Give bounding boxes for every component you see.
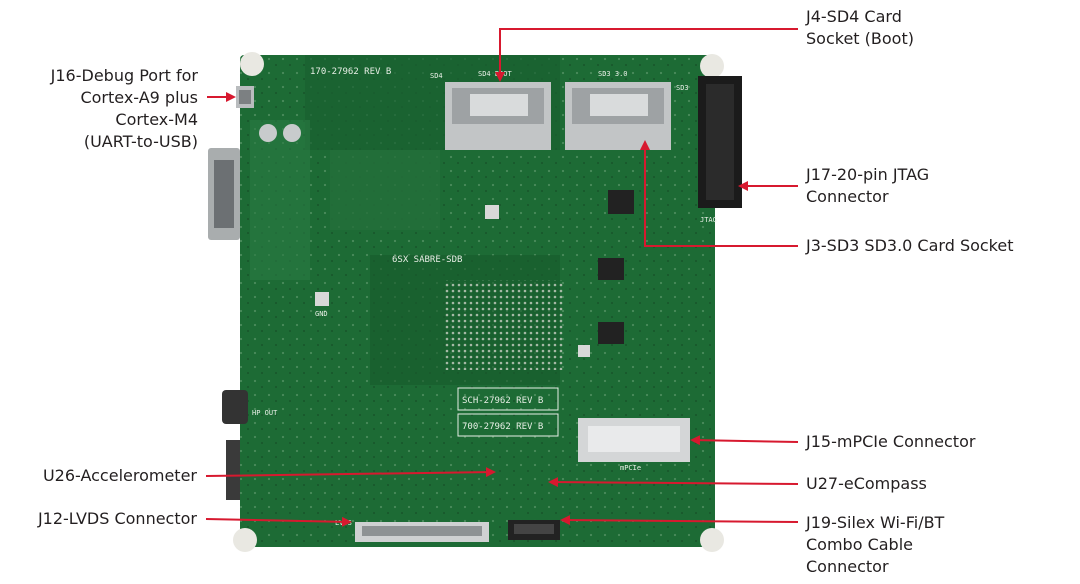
lvds-text: LVDS [335,519,352,527]
standoff-bottom-left [233,528,257,552]
callout-arrows [205,28,799,527]
label-j15: J15-mPCIe Connector [806,432,976,451]
arrow-j19 [560,515,799,526]
label-j12: J12-LVDS Connector [37,509,197,528]
sd4-card-socket [445,82,551,150]
silkscreen-boxes [457,387,559,437]
sd3-short-text: SD3 [676,84,689,92]
lvds-connector [355,522,489,542]
sch-id-text: SCH-27962 REV B [462,396,543,406]
label-u27: U27-eCompass [806,474,927,493]
arrow-j3 [640,140,798,247]
sd3-card-socket [565,82,671,150]
arrow-j15 [690,435,799,446]
board-id-text: 170-27962 REV B [310,67,391,77]
wifi-bt-connector [508,520,560,540]
usb-debug-port [236,86,254,108]
arrow-j12 [205,516,352,527]
standoff-top-right [700,54,724,78]
standoff-top-left [240,52,264,76]
pcb-id-text: 700-27962 REV B [462,422,543,432]
mpcie-text: mPCIe [620,464,641,472]
jtag-connector [698,76,742,208]
label-j3: J3-SD3 SD3.0 Card Socket [806,236,1014,255]
chips [315,190,634,357]
label-j19: J19-Silex Wi-Fi/BT Combo Cable Connector [806,513,945,576]
sd4-boot-text: SD4 BOOT [478,70,513,78]
jtag-silk-text: JTAG [700,216,717,224]
hp-out-text: HP OUT [252,409,278,417]
mpcie-connector [578,418,690,462]
serial-connector [208,148,240,240]
standoff-bottom-right [700,528,724,552]
arrow-u26 [205,467,496,478]
label-j17: J17-20-pin JTAG Connector [806,165,930,206]
left-jacks [222,124,301,500]
label-j16: J16-Debug Port for Cortex-A9 plus Cortex… [50,66,198,151]
gnd-text: GND [315,310,328,318]
sd4-short-text: SD4 [430,72,443,80]
arrow-j4 [495,28,798,82]
board-name-text: 6SX SABRE-SDB [392,255,462,265]
label-j4: J4-SD4 Card Socket (Boot) [806,7,914,48]
sd3-text: SD3 3.0 [598,70,628,78]
label-u26: U26-Accelerometer [42,466,197,485]
arrow-u27 [548,477,799,488]
